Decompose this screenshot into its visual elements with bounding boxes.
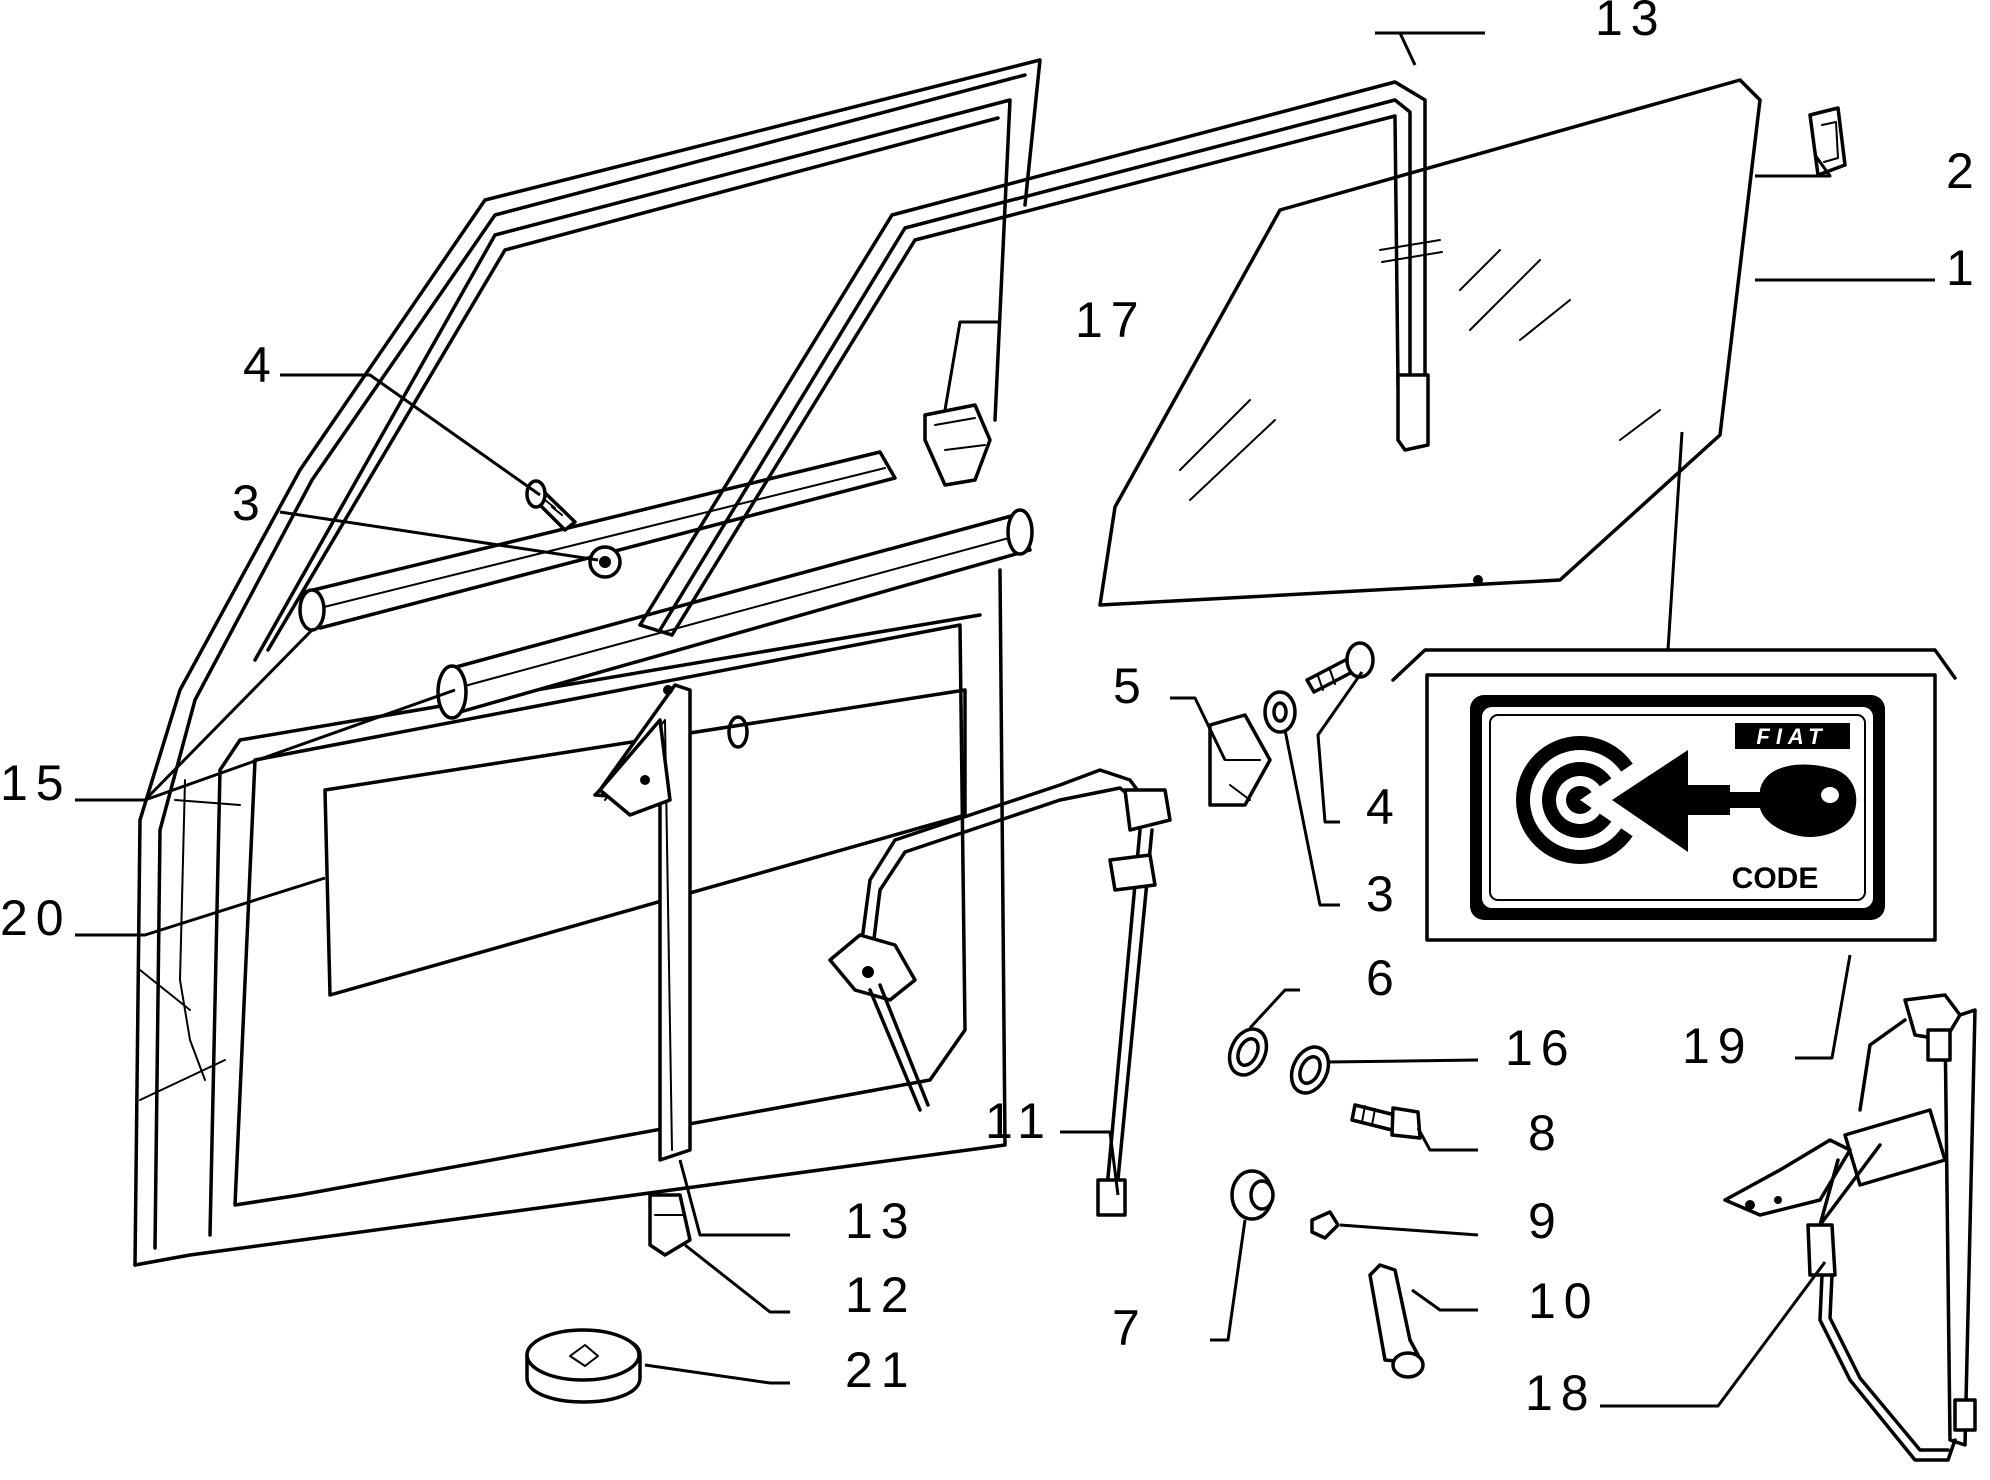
washer-left [588, 545, 622, 579]
callout-8: 9 [1528, 1193, 1564, 1249]
bolt-7 [1350, 1103, 1422, 1140]
callout-14: 13 [1595, 0, 1667, 46]
callout-7: 8 [1528, 1105, 1564, 1161]
protected-by-text: PROTECTED BY [1582, 696, 1688, 710]
callout-16: 16 [1505, 1020, 1577, 1076]
glass-clip-bottom [648, 1193, 692, 1257]
window-channel-seal [638, 80, 1443, 637]
rubber-pad [525, 1328, 642, 1404]
leader-lines [75, 31, 1935, 1408]
screw-left [525, 479, 577, 532]
crank-handle-9 [1368, 1263, 1425, 1379]
code-text: CODE [1732, 862, 1819, 895]
belt-strip-outer [298, 450, 897, 632]
belt-strip-inner [436, 508, 1034, 720]
callout-4-right: 4 [1366, 779, 1402, 835]
fiat-code-logo: PROTECTED BY FIAT CODE [1470, 695, 1885, 920]
callout-12: 12 [845, 1267, 917, 1323]
callout-5: 5 [1113, 658, 1149, 714]
callout-18: 17 [1075, 292, 1147, 348]
code-label-frame [1391, 648, 1957, 942]
bushing-10 [1230, 1169, 1275, 1221]
washer-right [1263, 690, 1297, 734]
stop-block [1208, 713, 1272, 807]
washer-6 [1227, 1027, 1269, 1077]
fiat-brand-text: FIAT [1756, 724, 1827, 749]
callout-9: 10 [1528, 1273, 1600, 1329]
glass-clip [1808, 106, 1847, 177]
clip-8 [1310, 1210, 1340, 1240]
callout-3-right: 3 [1366, 866, 1402, 922]
arrow-icon [1612, 750, 1730, 852]
callout-15: 15 [0, 755, 72, 811]
screw-right [1305, 641, 1375, 694]
guide-block [923, 403, 992, 487]
callout-17: 18 [1525, 1365, 1597, 1421]
window-regulator-electric [1723, 993, 1977, 1462]
callout-2: 2 [1946, 143, 1982, 199]
callout-10: 7 [1112, 1300, 1148, 1356]
washer-16 [1289, 1045, 1331, 1095]
callout-labels: 13 2 1 17 4 3 5 15 4 20 3 6 16 19 11 8 9… [0, 0, 1982, 1421]
key-icon [1760, 764, 1857, 838]
door-glass [1098, 78, 1762, 607]
callout-6: 6 [1366, 950, 1402, 1006]
callout-19: 19 [1682, 1018, 1754, 1074]
callout-13: 13 [845, 1193, 917, 1249]
window-regulator-cable [828, 768, 1172, 1217]
callout-1: 1 [1946, 240, 1982, 296]
callout-20: 20 [0, 890, 72, 946]
callout-4-left: 4 [243, 337, 279, 393]
callout-11: 11 [985, 1093, 1053, 1149]
callout-3-left: 3 [232, 475, 268, 531]
callout-21: 21 [845, 1342, 917, 1398]
front-glass-channel [593, 683, 692, 1162]
